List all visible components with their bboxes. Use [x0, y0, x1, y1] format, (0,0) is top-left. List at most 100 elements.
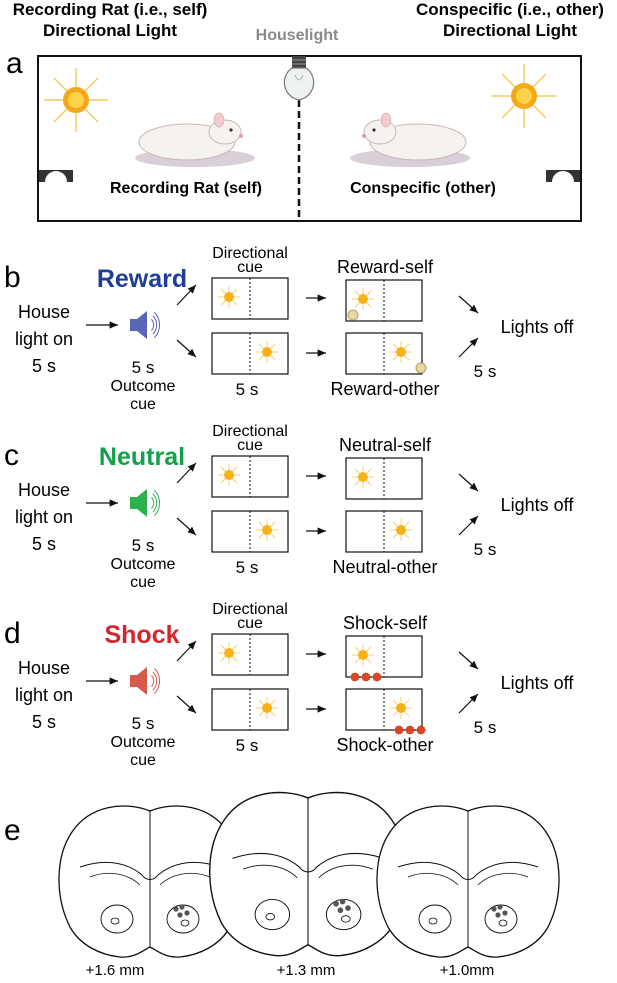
speaker-cone [137, 667, 147, 695]
sun-core [262, 525, 272, 535]
dir-box-self [211, 277, 289, 320]
cue-time: 5 s [132, 358, 155, 377]
commissure-right [180, 919, 190, 927]
directional-line1: Directional [212, 245, 288, 262]
arrow-to-dir-other [176, 517, 197, 536]
sun-core [262, 703, 272, 713]
sound-wave [154, 668, 161, 694]
recording-site [339, 898, 346, 905]
recording-site [179, 904, 185, 910]
shock-icon [416, 725, 426, 735]
sound-wave [152, 671, 158, 691]
arrow-to-dir-self [176, 462, 197, 484]
commissure-left [110, 917, 120, 925]
dir-box-other [211, 688, 289, 731]
house-label-line3: 5 s [32, 712, 56, 732]
arrow-to-dir-self [176, 284, 197, 306]
cue-label-line2: cue [130, 396, 156, 413]
house-label-line1: House [18, 480, 70, 500]
outcome-self-label: Reward-self [337, 257, 434, 277]
speaker-icon [130, 311, 161, 339]
ventricle-right [318, 864, 373, 879]
sun-icon [352, 288, 374, 310]
accumbens-left [418, 904, 452, 934]
sun-icon [218, 464, 240, 486]
recording-site [345, 905, 351, 911]
sun-icon [352, 644, 374, 666]
speaker-icon [130, 667, 161, 695]
dir-time: 5 s [236, 736, 259, 755]
panel-letter: b [4, 261, 21, 294]
outcome-box-self [345, 457, 423, 500]
sun-core [358, 294, 368, 304]
panel-e: e +1.6 mm+1.3 mm+1.0mm [4, 791, 560, 979]
arrow-to-lights-off-other [458, 693, 479, 714]
commissure-left [428, 917, 438, 925]
arrow-to-lights-off-other [458, 337, 479, 358]
outcome-other-label: Reward-other [330, 379, 439, 399]
panel-a: Recording Rat (i.e., self) Directional L… [6, 0, 604, 222]
rat-icon-self [135, 112, 255, 167]
house-label-line2: light on [15, 685, 73, 705]
recording-site [184, 910, 190, 916]
panel-letter: d [4, 617, 21, 650]
cue-time: 5 s [132, 536, 155, 555]
dir-box-self [211, 633, 289, 676]
house-label-line1: House [18, 302, 70, 322]
off-time: 5 s [474, 362, 497, 381]
ventricle-left [407, 872, 459, 886]
speaker-body [130, 319, 137, 331]
sun-core [396, 703, 406, 713]
self-title-line2: Directional Light [43, 21, 177, 40]
outcome-box-other [345, 688, 426, 735]
sun-core [358, 650, 368, 660]
arrow-to-lights-off-self [458, 295, 479, 314]
sound-wave [154, 312, 161, 338]
sun-icon [256, 341, 278, 363]
sound-wave [151, 319, 155, 331]
shock-icon [372, 672, 382, 682]
sound-wave [151, 675, 155, 687]
lights-off-label: Lights off [501, 317, 575, 337]
pellet-icon [347, 309, 359, 321]
sun-icon [390, 341, 412, 363]
recording-site [333, 900, 339, 907]
speaker-body [130, 497, 137, 509]
section-label: +1.6 mm [86, 962, 145, 979]
cue-label-line1: Outcome [111, 556, 176, 573]
cue-time: 5 s [132, 714, 155, 733]
shock-icon [405, 725, 415, 735]
cue-label-line1: Outcome [111, 734, 176, 751]
speaker-cone [137, 311, 147, 339]
arrow-to-dir-self [176, 640, 197, 662]
other-title-line1: Conspecific (i.e., other) [416, 0, 604, 19]
arrow-to-dir-other [176, 695, 197, 714]
house-label-line1: House [18, 658, 70, 678]
sound-wave [151, 497, 155, 509]
accumbens-left [100, 904, 134, 934]
panel-a-letter: a [6, 47, 23, 80]
recording-site [497, 904, 503, 910]
sun-core [396, 347, 406, 357]
shock-icon [361, 672, 371, 682]
ventricle-right [477, 872, 529, 886]
accumbens-left [254, 898, 291, 931]
bulb-icon [283, 56, 315, 101]
brain-section-3 [376, 805, 560, 958]
corpus-callosum [79, 861, 221, 880]
self-title-line1: Recording Rat (i.e., self) [13, 0, 208, 19]
cue-label-line2: cue [130, 574, 156, 591]
outcome-box-other [345, 332, 427, 375]
directional-line2: cue [237, 259, 263, 276]
sun-core [224, 292, 234, 302]
recording-site [502, 910, 508, 916]
cue-label-line1: Outcome [111, 378, 176, 395]
commissure-right [498, 919, 508, 927]
outcome-box-self [345, 279, 423, 322]
arrow-to-lights-off-other [458, 515, 479, 536]
sun-icon-self [44, 68, 108, 132]
